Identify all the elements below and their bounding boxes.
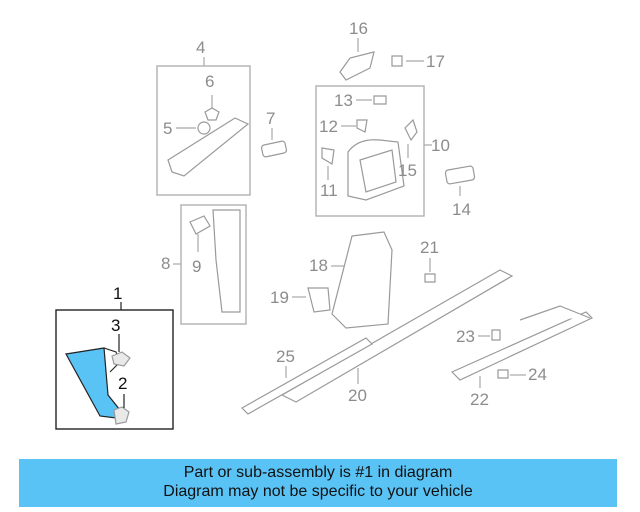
callout-16: 16 [349,19,368,38]
part-14[interactable]: 14 [444,165,476,219]
callout-19: 19 [270,288,289,307]
sill-reinforcement [450,311,594,381]
callout-14: 14 [452,200,471,219]
callout-20: 20 [348,386,367,405]
kick-panel-trim[interactable] [65,347,121,419]
part-7[interactable]: 7 [260,109,288,158]
parts-diagram: 1 3 2 4 6 5 7 8 9 [55,19,594,430]
a-pillar-trim [167,117,250,177]
callout-21: 21 [420,238,439,257]
callout-4: 4 [196,38,205,57]
callout-9: 9 [192,257,201,276]
scuff-plate [280,269,514,403]
callout-25: 25 [276,347,295,366]
info-banner: Part or sub-assembly is #1 in diagram Di… [19,459,617,507]
part-1-box [55,309,174,430]
callout-5: 5 [163,119,172,138]
callout-10: 10 [431,136,450,155]
callout-2: 2 [118,374,127,393]
part-20-25[interactable]: 25 20 [241,269,514,415]
callout-1: 1 [113,284,122,303]
b-pillar-trim [331,231,393,329]
callout-23: 23 [456,327,475,346]
part-group-10[interactable]: 10 13 12 11 15 [315,85,450,217]
banner-line-2: Diagram may not be specific to your vehi… [163,483,473,500]
callout-12: 12 [319,117,338,136]
part-group-8[interactable]: 8 9 [161,204,247,325]
callout-11: 11 [320,181,338,200]
part-16-17[interactable]: 16 17 [339,19,445,81]
callout-13: 13 [334,91,353,110]
callout-8: 8 [161,254,170,273]
part-group-4[interactable]: 4 6 5 [156,38,251,196]
clip-2 [113,406,130,425]
callout-18: 18 [309,256,328,275]
part-18-19[interactable]: 18 19 [270,231,393,329]
callout-24: 24 [528,365,547,384]
callout-15: 15 [398,161,417,180]
callout-6: 6 [205,72,214,91]
part-group-1[interactable]: 1 3 2 [55,284,174,430]
clip-3 [111,351,131,367]
banner-line-1: Part or sub-assembly is #1 in diagram [183,464,453,481]
callout-22: 22 [470,390,489,409]
callout-3: 3 [111,316,120,335]
part-22-24[interactable]: 23 24 22 [450,305,594,409]
callout-17: 17 [426,52,445,71]
callout-7: 7 [266,109,275,128]
b-pillar-lower [212,209,241,313]
part-21[interactable]: 21 [420,238,439,283]
